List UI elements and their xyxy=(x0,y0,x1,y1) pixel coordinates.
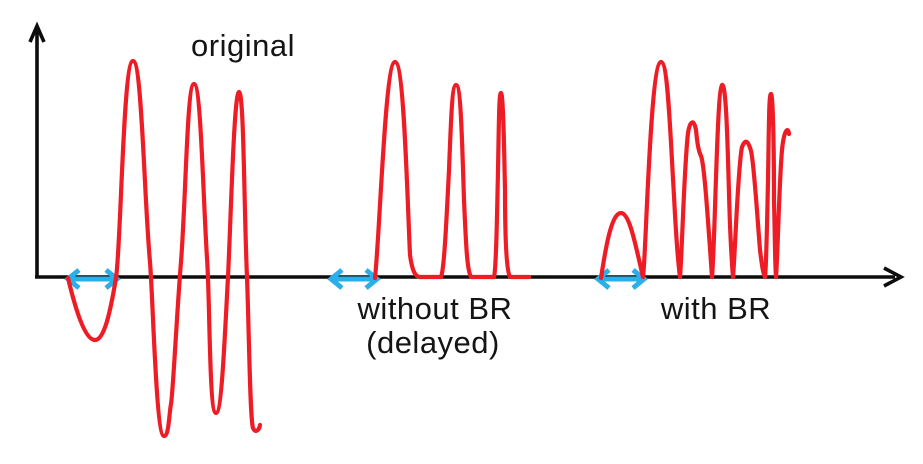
delay-interval-arrow-with-br xyxy=(594,268,648,290)
waveform-with-br xyxy=(598,59,792,281)
label-with-br: with BR xyxy=(660,291,771,326)
waveform-original xyxy=(65,58,263,439)
delay-interval-arrow-original xyxy=(64,268,121,290)
delay-interval-arrow-without-br xyxy=(327,268,381,290)
label-original: original xyxy=(191,28,295,63)
x-axis-arrowhead-icon xyxy=(883,266,905,288)
y-axis-arrowhead-icon xyxy=(28,21,46,43)
label-without-br: without BR xyxy=(357,291,513,326)
waveform-without-br xyxy=(372,59,532,281)
label-without-br-delayed: (delayed) xyxy=(366,325,500,360)
